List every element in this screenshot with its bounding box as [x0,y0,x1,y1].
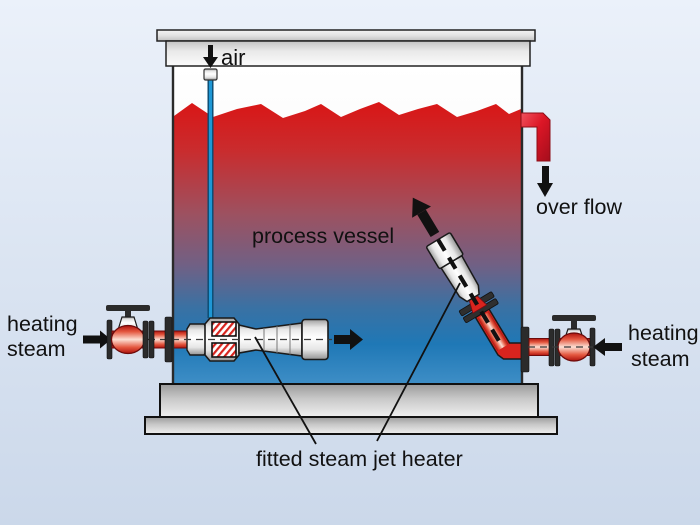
pipe-flange-left-2 [142,320,149,359]
valve-body-left [110,324,146,355]
vessel-base-upper [159,383,539,418]
steam-supply-left [83,305,173,363]
process-vessel-label: process vessel [252,224,394,248]
heater-outflow-arrow [334,329,363,350]
diagonal-outflow-arrow [412,197,440,238]
air-flow-arrow [203,45,218,68]
vessel-base-lower [144,416,558,435]
suction-window-upper [211,321,237,337]
process-liquid [174,102,521,383]
valve-stem-left [125,311,131,318]
vessel-lid-top [156,29,536,42]
overflow-pipe [520,112,551,162]
heating-steam-label-left-line1: heating [7,312,78,336]
valve-body-right [557,332,591,362]
heating-steam-label-right-line1: heating [628,321,699,345]
steam-inlet-arrow-left [83,330,111,349]
pipe-flange-left-3 [148,320,155,359]
steam-jet-heater-diagonal [412,197,509,351]
annotation-line-left [254,336,317,445]
valve-handle-right [552,315,596,321]
overflow-arrow [537,166,553,197]
fitted-heater-label: fitted steam jet heater [256,447,463,471]
valve-stem-right [571,321,577,329]
wall-flange-right [520,326,530,373]
suction-window-lower [211,342,237,358]
wall-flange-left [164,316,173,363]
overflow-label: over flow [536,195,623,219]
steam-supply-right [520,315,622,373]
annotation-line-right [376,282,461,442]
air-label: air [221,45,245,70]
air-nozzle-fitting [203,68,218,81]
valve-handle-left [106,305,150,311]
vessel-lid [165,40,531,67]
heating-steam-label-right-line2: steam [631,347,690,371]
steam-inlet-arrow-right [593,338,622,356]
heating-steam-label-left-line2: steam [7,337,66,361]
